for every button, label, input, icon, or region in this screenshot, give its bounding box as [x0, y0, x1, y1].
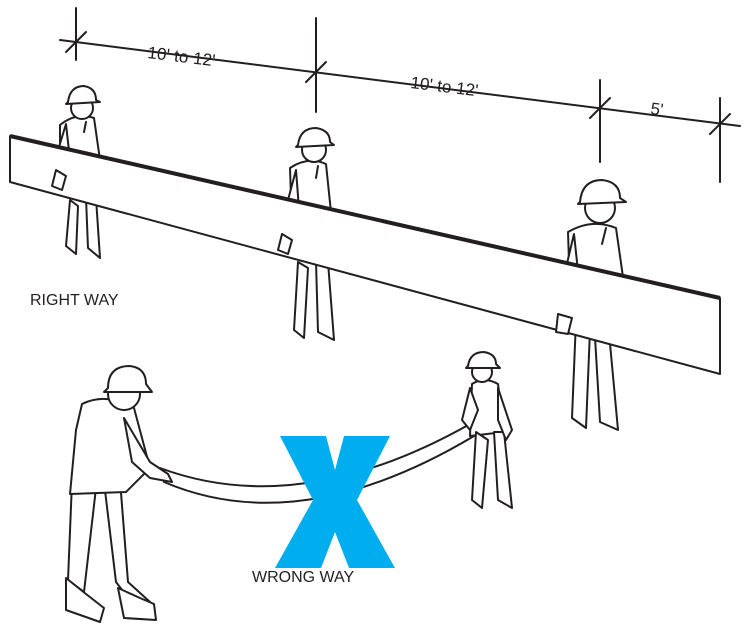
worker-wrong-right [462, 352, 512, 508]
dimension-lines [60, 8, 740, 182]
dimension-label-third: 5' [650, 99, 665, 119]
caption-wrong-way: WRONG WAY [252, 569, 355, 586]
dimension-label-first: 10' to 12' [147, 43, 217, 70]
worker-wrong-left [66, 366, 172, 622]
dimension-label-second: 10' to 12' [410, 73, 480, 100]
caption-right-way: RIGHT WAY [30, 292, 119, 309]
